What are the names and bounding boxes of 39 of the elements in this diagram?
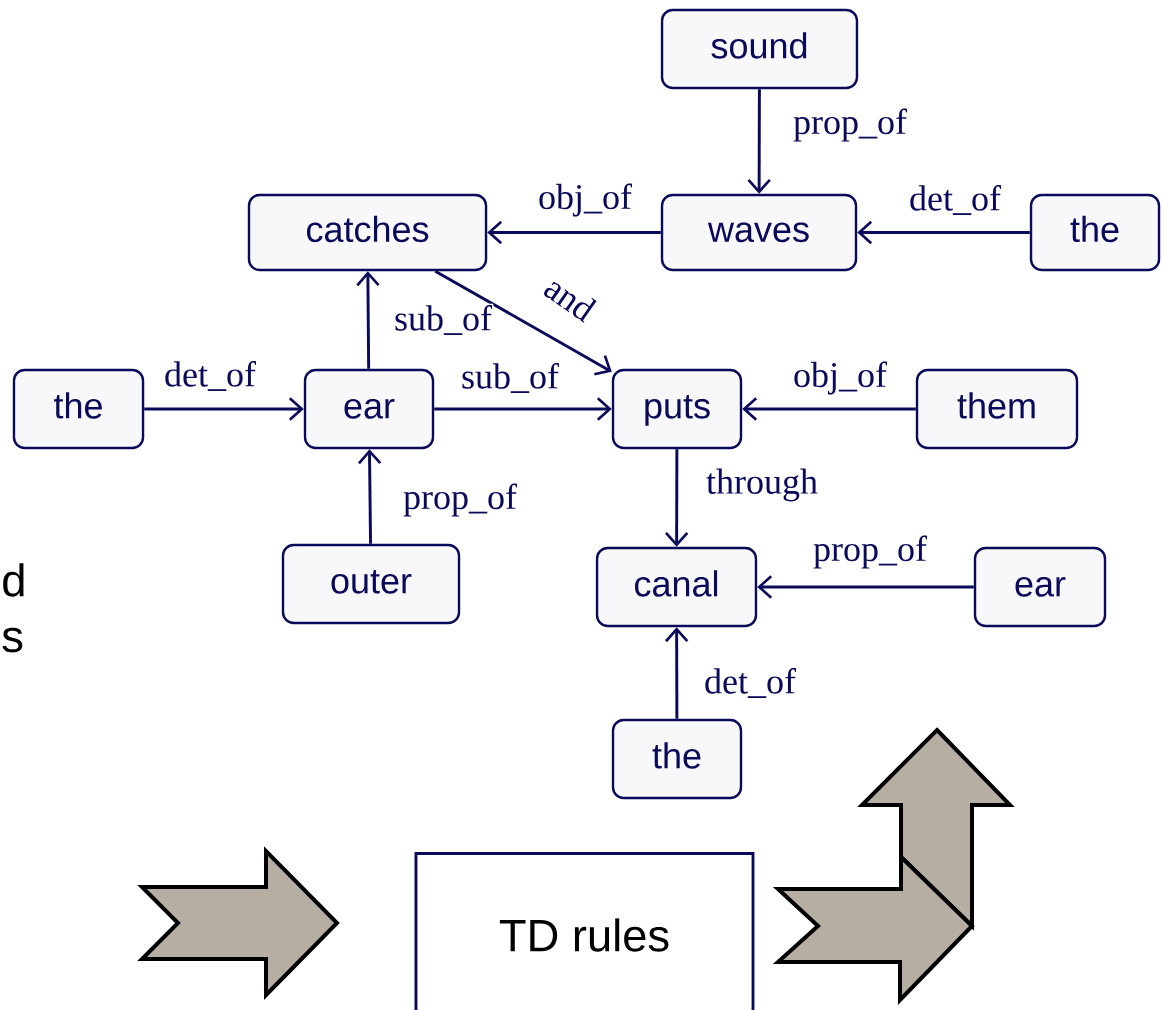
word-box: the <box>12 368 145 450</box>
word-box: puts <box>611 368 743 450</box>
word-box: ear <box>303 368 435 450</box>
arrow <box>434 269 612 376</box>
arrow <box>857 220 1030 245</box>
word-box: the <box>1029 193 1161 272</box>
arrow <box>742 397 916 421</box>
text-fragment: s <box>2 627 23 653</box>
edge-label: det_of <box>162 359 258 393</box>
edge-label: det_of <box>702 666 798 700</box>
edge-label: through <box>704 467 820 503</box>
word-box: the <box>611 718 743 800</box>
edge-label: obj_of <box>791 360 889 396</box>
arrow <box>144 397 304 421</box>
edge-label: obj_of <box>536 182 634 218</box>
arrow <box>665 627 689 719</box>
edge-label: sub_of <box>459 361 561 395</box>
edge-label: sub_of <box>392 303 494 337</box>
word-box: them <box>915 368 1079 450</box>
arrow <box>665 449 689 547</box>
word-box: canal <box>595 546 758 628</box>
arrow <box>434 397 612 421</box>
word-box: outer <box>281 543 461 625</box>
arrow <box>487 220 661 245</box>
word-box: waves <box>660 193 858 272</box>
word-box: sound <box>660 8 859 90</box>
rules-box: TD rules <box>414 852 755 1010</box>
text-fragment: d <box>3 563 24 597</box>
word-box: ear <box>973 546 1107 628</box>
arrow <box>747 89 771 194</box>
arrow <box>357 449 382 544</box>
edge-label: prop_of <box>811 534 929 570</box>
edge-label: and <box>539 270 601 326</box>
edge-label: prop_of <box>791 107 909 143</box>
edge-label: prop_of <box>401 482 519 518</box>
arrow <box>757 575 974 599</box>
arrow <box>356 271 380 369</box>
edge-label: det_of <box>907 183 1003 217</box>
word-box: catches <box>247 193 488 272</box>
